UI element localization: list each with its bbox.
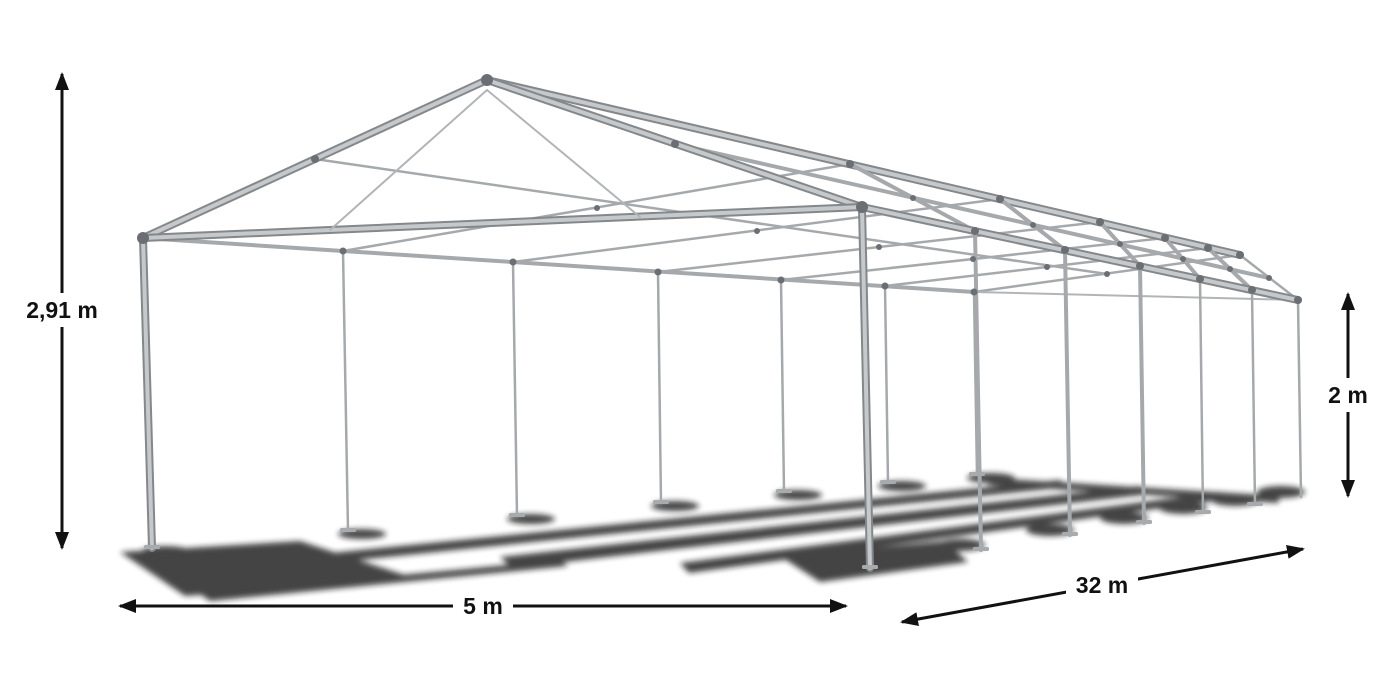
joint bbox=[594, 205, 600, 211]
shadow bbox=[1100, 512, 1148, 524]
joint bbox=[777, 276, 785, 284]
shadow bbox=[988, 478, 1280, 503]
front-roof-purlin bbox=[673, 142, 1271, 280]
joint bbox=[970, 256, 976, 262]
side-height-label-pill bbox=[1318, 378, 1378, 412]
joint bbox=[311, 155, 319, 163]
gable-brace bbox=[329, 89, 488, 231]
near-post bbox=[1138, 264, 1146, 525]
base-plate bbox=[1062, 532, 1078, 536]
base-plate bbox=[862, 565, 878, 569]
joint bbox=[1204, 244, 1212, 252]
far-post bbox=[883, 284, 890, 485]
front-left-corner-post bbox=[141, 236, 154, 550]
joint bbox=[1248, 286, 1256, 294]
base-plate bbox=[973, 547, 989, 551]
shadow bbox=[500, 486, 1150, 568]
base-plate bbox=[1247, 502, 1263, 506]
joint bbox=[1236, 251, 1244, 259]
base-plate bbox=[880, 480, 896, 484]
joint bbox=[881, 282, 889, 290]
shadow bbox=[1211, 494, 1259, 506]
joint bbox=[856, 201, 868, 213]
shadow bbox=[1159, 502, 1207, 514]
width-label: 5 m bbox=[463, 593, 503, 619]
joint bbox=[1096, 218, 1104, 226]
joint bbox=[509, 258, 517, 266]
near-post bbox=[973, 229, 983, 552]
joint bbox=[481, 74, 493, 86]
gable-brace bbox=[486, 89, 641, 218]
shadow bbox=[1026, 524, 1074, 536]
joint bbox=[876, 244, 882, 250]
shadow bbox=[1257, 486, 1305, 498]
base-plate bbox=[1136, 520, 1152, 524]
near-post bbox=[1296, 298, 1303, 499]
near-post bbox=[1250, 288, 1257, 507]
joint bbox=[671, 140, 679, 148]
front-right-corner-post bbox=[860, 205, 872, 570]
far-post bbox=[341, 249, 350, 533]
side-height-label: 2 m bbox=[1328, 382, 1368, 408]
joint bbox=[1030, 222, 1036, 228]
joint bbox=[1227, 266, 1233, 272]
length-label-pill bbox=[1066, 568, 1138, 602]
base-plate bbox=[144, 545, 160, 549]
shadow-layer bbox=[120, 473, 1305, 601]
joint bbox=[1044, 264, 1050, 270]
joint-layer bbox=[137, 74, 1302, 304]
far-eave-beam bbox=[141, 236, 976, 294]
dimension-layer: 2,91 m 5 m 32 m 2 m bbox=[16, 72, 1378, 627]
joint bbox=[654, 268, 662, 276]
joint bbox=[1117, 241, 1123, 247]
joint bbox=[1294, 296, 1302, 304]
dim-length: 32 m bbox=[900, 544, 1305, 627]
joint bbox=[971, 227, 979, 235]
joint bbox=[1180, 256, 1186, 262]
length-label: 32 m bbox=[1076, 572, 1128, 598]
joint bbox=[339, 247, 347, 255]
far-post bbox=[779, 278, 786, 494]
total-height-label: 2,91 m bbox=[26, 297, 98, 323]
joint bbox=[846, 160, 854, 168]
joint bbox=[1161, 234, 1169, 242]
shadow bbox=[200, 560, 568, 601]
gable-tie-beam bbox=[141, 205, 864, 240]
joint bbox=[996, 195, 1004, 203]
joint bbox=[1061, 246, 1069, 254]
joint bbox=[754, 228, 760, 234]
joint bbox=[1104, 271, 1110, 277]
near-post bbox=[1063, 248, 1072, 537]
joint bbox=[1266, 275, 1272, 281]
near-eave-beam bbox=[860, 205, 1300, 302]
joint bbox=[970, 288, 978, 296]
dim-width: 5 m bbox=[118, 589, 848, 623]
near-post bbox=[1198, 277, 1205, 515]
dim-side-height: 2 m bbox=[1318, 292, 1378, 498]
dim-total-height: 2,91 m bbox=[16, 72, 108, 550]
ridge-beam bbox=[485, 78, 1242, 257]
base-plate bbox=[776, 489, 792, 493]
joint bbox=[137, 232, 149, 244]
joint bbox=[1136, 262, 1144, 270]
base-plate bbox=[340, 528, 356, 532]
base-plate bbox=[969, 472, 985, 476]
base-plate bbox=[1195, 510, 1211, 514]
far-post bbox=[656, 270, 663, 505]
base-plate bbox=[653, 500, 669, 504]
total-height-label-pill bbox=[16, 293, 108, 327]
base-plate bbox=[509, 513, 525, 517]
joint bbox=[1196, 275, 1204, 283]
width-label-pill bbox=[453, 589, 513, 623]
far-post bbox=[972, 290, 979, 477]
far-gable-tie-beam bbox=[973, 291, 1299, 301]
far-post bbox=[511, 260, 519, 518]
shadow bbox=[330, 480, 1068, 562]
joint bbox=[910, 195, 916, 201]
